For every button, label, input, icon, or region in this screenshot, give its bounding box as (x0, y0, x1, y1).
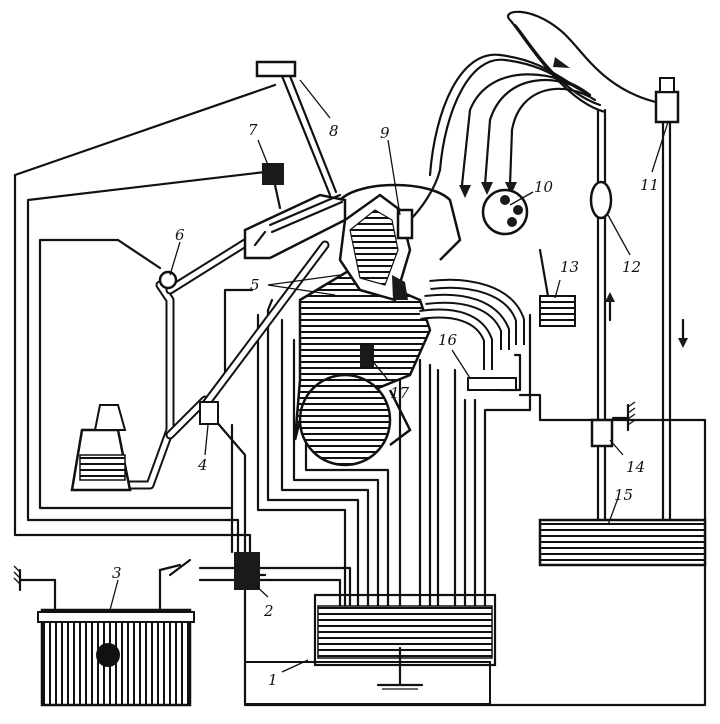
air-junction (158, 270, 178, 290)
battery (13, 558, 195, 707)
label-2: 2 (263, 602, 274, 620)
throttle-housing (243, 193, 347, 260)
label-9: 9 (380, 124, 390, 142)
accelerator-pedal (255, 60, 338, 197)
label-7: 7 (248, 121, 258, 139)
label-1: 1 (268, 671, 278, 689)
pressure-regulator (654, 77, 680, 124)
fuel-pump (590, 418, 614, 448)
callout-labels: 1 2 3 4 5 6 7 8 9 10 11 12 13 14 15 16 1… (112, 121, 659, 689)
leader-lines (109, 79, 669, 673)
engine (293, 183, 525, 467)
fuel-tank (538, 518, 707, 567)
flow-arrows (459, 57, 688, 348)
auxiliary-air-valve (538, 248, 576, 327)
label-5: 5 (250, 276, 260, 294)
relay (234, 552, 260, 590)
throttle-switch (199, 401, 219, 425)
label-10: 10 (534, 178, 554, 196)
fuel-filter (589, 180, 613, 220)
fuel-lines (408, 10, 672, 522)
label-6: 6 (175, 226, 185, 244)
label-17: 17 (390, 384, 410, 402)
label-12: 12 (622, 258, 641, 276)
label-11: 11 (640, 176, 659, 194)
label-14: 14 (626, 458, 645, 476)
label-15: 15 (614, 486, 633, 504)
temperature-sensor (467, 377, 517, 391)
distributor (481, 188, 529, 236)
label-4: 4 (197, 456, 208, 474)
injector (396, 208, 414, 240)
control-unit (244, 593, 497, 705)
label-8: 8 (329, 122, 339, 140)
label-13: 13 (560, 258, 579, 276)
air-ducts (120, 235, 330, 490)
air-temperature-sensor (262, 163, 284, 210)
label-3: 3 (112, 564, 122, 582)
air-filter (70, 404, 132, 492)
label-16: 16 (438, 331, 458, 349)
